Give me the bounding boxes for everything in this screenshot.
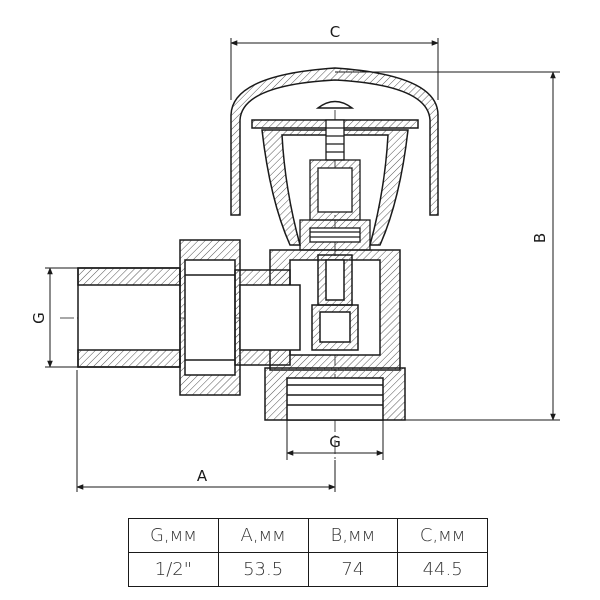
- table-cell: 74: [307, 552, 399, 587]
- table-cell: 44.5: [397, 552, 488, 587]
- valve-stem: [299, 119, 371, 251]
- table-header-cell: A,мм: [217, 518, 309, 553]
- valve-technical-drawing: C B G G A: [30, 23, 560, 492]
- valve-body: [269, 249, 401, 371]
- dimension-c: C: [230, 23, 439, 100]
- dimension-a-label: A: [197, 467, 208, 485]
- table-cell: 1/2": [128, 552, 219, 587]
- dimension-g-left-label: G: [30, 312, 48, 324]
- table-cell: 53.5: [217, 552, 309, 587]
- table-row: 1/2" 53.5 74 44.5: [128, 552, 488, 587]
- dimension-g-left: G: [30, 267, 80, 368]
- dimension-b-label: B: [531, 233, 549, 243]
- handwheel-cap: [230, 67, 439, 246]
- table-header-cell: C,мм: [397, 518, 488, 553]
- table-header-cell: G,мм: [128, 518, 219, 553]
- inlet-union: [77, 239, 301, 396]
- dimension-c-label: C: [330, 23, 340, 41]
- table-header-row: G,мм A,мм B,мм C,мм: [128, 518, 488, 553]
- dimension-a: A: [76, 370, 336, 492]
- specifications-table: G,мм A,мм B,мм C,мм 1/2" 53.5 74 44.5: [128, 518, 488, 587]
- outlet-nut: [264, 367, 406, 421]
- table-header-cell: B,мм: [307, 518, 399, 553]
